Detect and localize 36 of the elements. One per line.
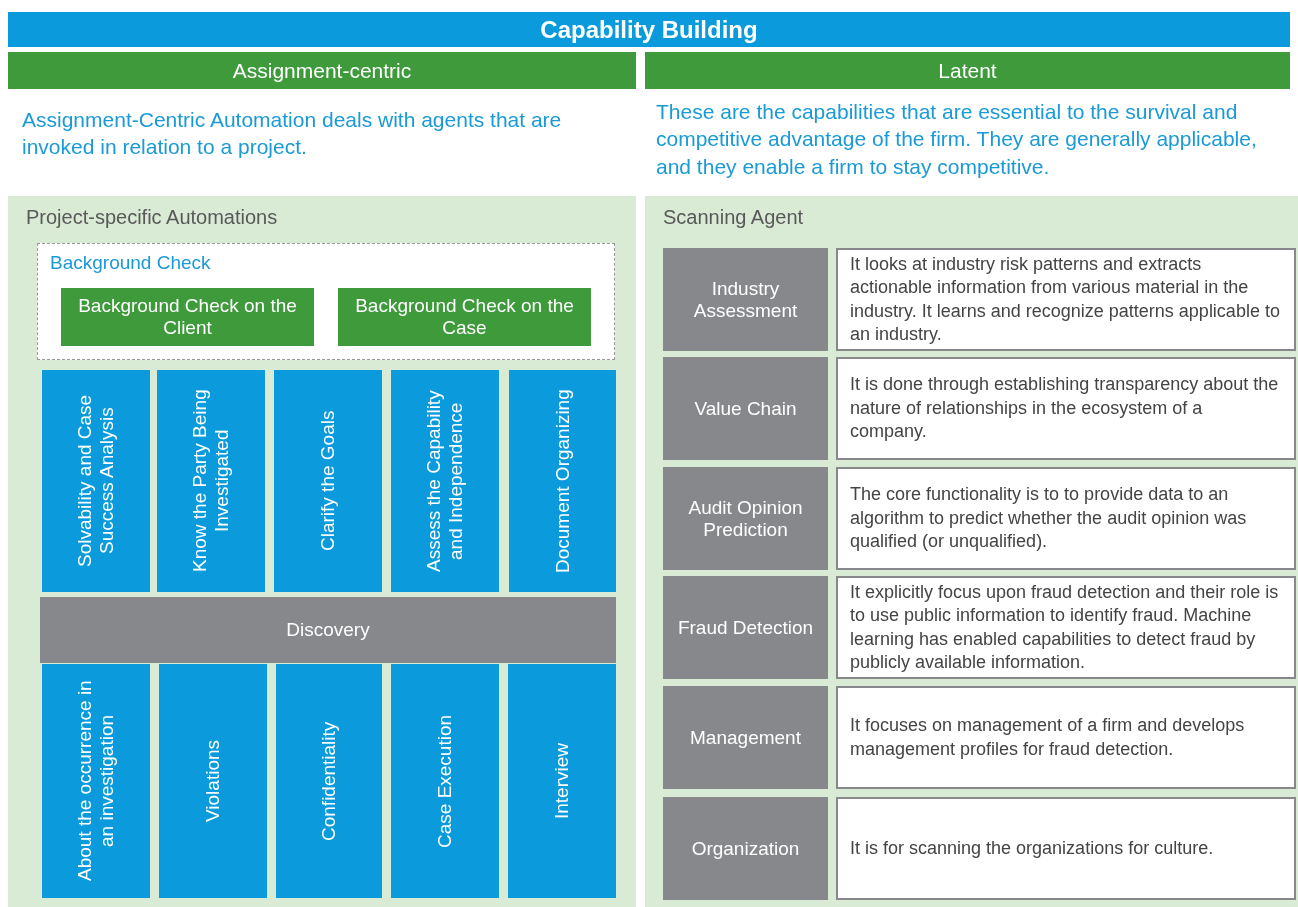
process-box: Background Check on the Client <box>61 288 314 346</box>
title-banner: Capability Building <box>8 12 1290 47</box>
process-box: Know the Party Being Investigated <box>157 370 265 592</box>
process-box: About the occurrence in an investigation <box>42 664 150 898</box>
process-box: Background Check on the Case <box>338 288 591 346</box>
description-box: It explicitly focus upon fraud detection and their role is to use public information to identify fraud. Machine learning has enabled capabilities to detect fraud by publicly available information. <box>836 576 1296 679</box>
process-box: Interview <box>508 664 616 898</box>
section-header-band: Assignment-centric <box>8 52 636 89</box>
process-box: Clarify the Goals <box>274 370 382 592</box>
description-box: It is done through establishing transparency about the nature of relationships in the ecosystem of a company. <box>836 357 1296 460</box>
section-panel <box>645 196 1298 907</box>
description-box: It is for scanning the organizations for culture. <box>836 797 1296 900</box>
category-box: Value Chain <box>663 357 828 460</box>
description-box: It focuses on management of a firm and develops management profiles for fraud detection. <box>836 686 1296 789</box>
description-box: It looks at industry risk patterns and extracts actionable information from various material in the industry. It learns and recognize patterns applicable to an industry. <box>836 248 1296 351</box>
category-box: Organization <box>663 797 828 900</box>
panel-heading: Scanning Agent <box>663 206 804 229</box>
description-box: The core functionality is to to provide data to an algorithm to predict whether the audit opinion was qualified (or unqualified). <box>836 467 1296 570</box>
group-box <box>37 243 615 360</box>
description-text: Assignment-Centric Automation deals with agents that are invoked in relation to a project. <box>22 107 563 161</box>
process-box: Confidentiality <box>276 664 382 898</box>
category-box: Management <box>663 686 828 789</box>
category-box: Industry Assessment <box>663 248 828 351</box>
category-box: Fraud Detection <box>663 576 828 679</box>
process-box: Assess the Capability and Independence <box>391 370 499 592</box>
process-box: Violations <box>159 664 267 898</box>
panel-heading: Project-specific Automations <box>26 206 278 229</box>
category-box: Audit Opinion Prediction <box>663 467 828 570</box>
process-box: Case Execution <box>391 664 499 898</box>
category-box: Discovery <box>40 597 616 663</box>
section-panel <box>8 196 636 907</box>
process-box: Document Organizing <box>509 370 616 592</box>
description-text: These are the capabilities that are essential to the survival and competitive advantage of the firm. They are generally applicable, and they enable a firm to stay competitive. <box>656 99 1258 180</box>
process-box: Solvability and Case Success Analysis <box>42 370 150 592</box>
panel-heading: Background Check <box>50 252 211 274</box>
section-header-band: Latent <box>645 52 1290 89</box>
